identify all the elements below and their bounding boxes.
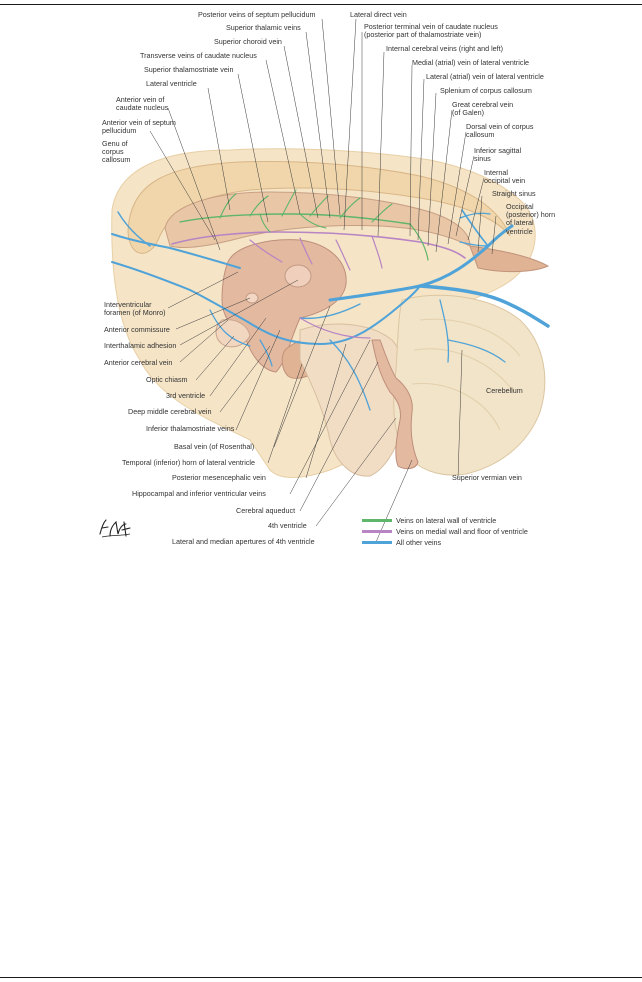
leader-lines bbox=[149, 18, 497, 543]
label-inferior-thalamostriate-veins: Inferior thalamostriate veins bbox=[146, 424, 235, 433]
label-splenium: Splenium of corpus callosum bbox=[440, 86, 532, 95]
fourth-ventricle-shape bbox=[371, 339, 419, 470]
label-cerebellum: Cerebellum bbox=[486, 386, 523, 395]
lateral-wall-veins bbox=[179, 189, 429, 261]
label-internal-cerebral-veins: Internal cerebral veins (right and left) bbox=[386, 44, 504, 53]
label-inferior-sagittal-sinus: Inferior sagittal sinus bbox=[474, 146, 522, 164]
optic-region bbox=[215, 319, 251, 348]
label-interthalamic-adhesion: Interthalamic adhesion bbox=[104, 341, 177, 350]
label-anterior-vein-caudate: Anterior vein of caudate nucleus bbox=[116, 95, 169, 113]
label-posterior-terminal-vein: Posterior terminal vein of caudate nucle… bbox=[364, 22, 498, 31]
label-cerebral-aqueduct: Cerebral aqueduct bbox=[236, 506, 296, 515]
label-fourth-ventricle: 4th ventricle bbox=[268, 521, 307, 530]
label-transverse-veins-caudate: Transverse veins of caudate nucleus bbox=[140, 51, 257, 60]
label-internal-occipital-vein: Internal occipital vein bbox=[484, 168, 526, 186]
top-rule bbox=[0, 4, 642, 5]
label-basal-vein: Basal vein (of Rosenthal) bbox=[174, 442, 255, 451]
other-veins bbox=[111, 209, 550, 411]
label-optic-chiasm: Optic chiasm bbox=[146, 375, 188, 384]
label-lateral-ventricle: Lateral ventricle bbox=[146, 79, 197, 88]
label-anterior-commissure: Anterior commissure bbox=[104, 325, 170, 334]
label-genu: Genu of corpus callosum bbox=[102, 139, 131, 165]
anterior-commissure-shape bbox=[245, 292, 259, 304]
label-posterior-terminal-vein-2: (posterior part of thalamostriate vein) bbox=[364, 30, 482, 39]
legend-swatch-lateral bbox=[362, 519, 392, 522]
occipital-horn-shape bbox=[469, 245, 550, 273]
label-lateral-median-apertures: Lateral and median apertures of 4th vent… bbox=[172, 537, 315, 546]
label-dorsal-vein-corpus: Dorsal vein of corpus callosum bbox=[466, 122, 534, 140]
interthalamic-adhesion-shape bbox=[284, 264, 312, 288]
label-hippocampal-veins: Hippocampal and inferior ventricular vei… bbox=[132, 489, 266, 498]
label-superior-thalamic-veins: Superior thalamic veins bbox=[226, 23, 301, 32]
label-lateral-atrial-vein: Lateral (atrial) vein of lateral ventric… bbox=[426, 72, 544, 81]
label-great-cerebral-vein: Great cerebral vein (of Galen) bbox=[452, 100, 514, 118]
bottom-rule bbox=[0, 977, 642, 978]
label-third-ventricle: 3rd ventricle bbox=[166, 391, 206, 400]
label-superior-choroid-vein: Superior choroid vein bbox=[214, 37, 282, 46]
brain-ventricle-veins-illustration bbox=[111, 18, 550, 543]
label-interventricular-foramen: Interventricular foramen (of Monro) bbox=[104, 300, 166, 318]
legend-swatch-medial bbox=[362, 530, 392, 533]
label-temporal-horn: Temporal (inferior) horn of lateral vent… bbox=[122, 458, 256, 467]
label-deep-middle-cerebral-vein: Deep middle cerebral vein bbox=[128, 407, 212, 416]
label-posterior-mesencephalic-vein: Posterior mesencephalic vein bbox=[172, 473, 266, 482]
artist-signature bbox=[99, 519, 131, 538]
legend-label-lateral: Veins on lateral wall of ventricle bbox=[396, 516, 497, 525]
label-anterior-cerebral-vein: Anterior cerebral vein bbox=[104, 358, 173, 367]
medial-wall-veins bbox=[171, 231, 466, 339]
legend-label-medial: Veins on medial wall and floor of ventri… bbox=[396, 527, 528, 536]
label-straight-sinus: Straight sinus bbox=[492, 189, 536, 198]
label-posterior-veins-septum: Posterior veins of septum pellucidum bbox=[198, 10, 316, 19]
label-anterior-vein-septum: Anterior vein of septum pellucidum bbox=[102, 118, 176, 136]
cerebellum-shape bbox=[393, 294, 546, 476]
legend-label-other: All other veins bbox=[396, 538, 442, 547]
label-occipital-horn: Occipital (posterior) horn of lateral ve… bbox=[506, 202, 556, 236]
label-medial-atrial-vein: Medial (atrial) vein of lateral ventricl… bbox=[412, 58, 530, 67]
legend-swatch-other bbox=[362, 541, 392, 544]
label-superior-vermian-vein: Superior vermian vein bbox=[452, 473, 522, 482]
label-lateral-direct-vein: Lateral direct vein bbox=[350, 10, 407, 19]
label-superior-thalamostriate-vein: Superior thalamostriate vein bbox=[144, 65, 234, 74]
